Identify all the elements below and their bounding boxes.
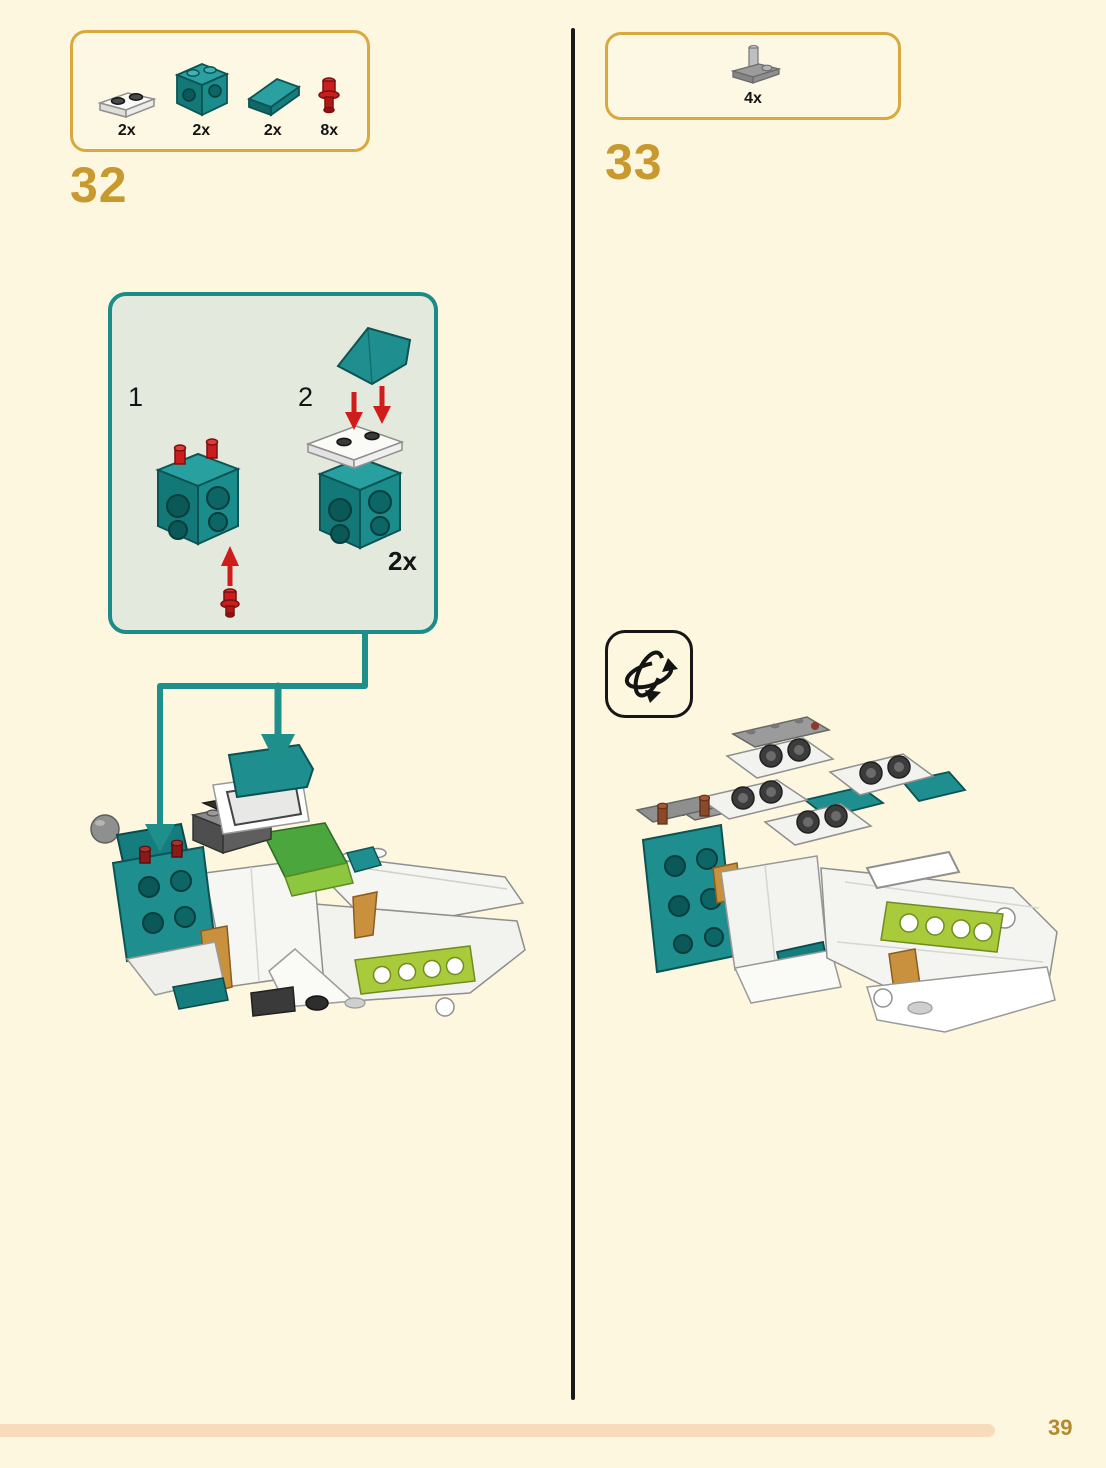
- part-count: 8x: [320, 122, 339, 139]
- rotate-arrows-icon: [624, 650, 678, 703]
- subassembly-step1-brick: [157, 438, 239, 545]
- step32-subassembly-box: 1 2 2x: [108, 292, 438, 634]
- step32-parts-box: 2x 2x 2x: [70, 30, 370, 152]
- red-pin: [220, 588, 240, 618]
- red-pin: [205, 438, 219, 459]
- white-ball: [435, 997, 455, 1017]
- footer-bar: [0, 1424, 995, 1437]
- page-number: 39: [1048, 1415, 1073, 1440]
- teal-arrowhead: [261, 734, 295, 768]
- step33-model-illustration: [635, 716, 1058, 1033]
- left-teal-cluster: [90, 814, 233, 1010]
- teal-arrowhead: [145, 824, 175, 852]
- white-strut-frame: [865, 850, 961, 890]
- white-mid-section: [720, 855, 842, 1004]
- placement-arrow-connector: [145, 630, 368, 852]
- gray-bar-plate-icon: [730, 44, 782, 84]
- part-count: 2x: [117, 122, 136, 139]
- white-plate-icon: [97, 92, 157, 119]
- teal-technic-brick-icon: [174, 63, 230, 117]
- part-item: 2x: [94, 79, 160, 141]
- subassembly-quantity-label: 2x: [388, 546, 417, 576]
- brown-pin: [656, 802, 669, 825]
- white-hole-plates: [697, 737, 935, 846]
- teal-wedge-icon: [246, 77, 301, 117]
- part-item: 4x: [717, 43, 789, 109]
- dark-red-pin: [138, 845, 152, 864]
- part-count: 2x: [263, 122, 282, 139]
- teal-technic-block: [641, 794, 742, 974]
- subassembly-step2-label: 2: [298, 382, 314, 412]
- part-item: 8x: [312, 73, 346, 141]
- subassembly-step2-brick: [305, 425, 405, 549]
- step32-model-illustration: [90, 743, 526, 1017]
- landing-gear: [250, 986, 455, 1017]
- red-insert-arrow: [221, 546, 239, 586]
- red-pin-icon: [318, 77, 340, 114]
- step-33-number: 33: [605, 134, 663, 190]
- brown-pin: [698, 794, 711, 817]
- part-count: 4x: [744, 90, 762, 107]
- white-hull: [294, 902, 526, 1002]
- white-fuselage: [820, 850, 1058, 1033]
- step33-parts-box: 4x: [605, 32, 901, 120]
- step-32-number: 32: [70, 157, 128, 213]
- white-ball: [873, 988, 893, 1008]
- green-slope: [261, 822, 383, 897]
- part-count: 2x: [192, 122, 211, 139]
- red-insert-arrow: [345, 392, 363, 430]
- part-item: 2x: [169, 57, 233, 141]
- part-item: 2x: [243, 71, 303, 141]
- rotate-model-icon: [605, 630, 693, 718]
- subassembly-illustration: [157, 326, 412, 618]
- subassembly-step1-label: 1: [128, 382, 144, 412]
- dark-red-pin: [170, 839, 184, 858]
- red-insert-arrow: [373, 386, 391, 424]
- column-divider: [571, 28, 575, 1400]
- tan-fin: [352, 891, 378, 939]
- canopy: [212, 743, 315, 835]
- red-pin: [173, 444, 187, 465]
- teal-wedge-part: [336, 326, 412, 386]
